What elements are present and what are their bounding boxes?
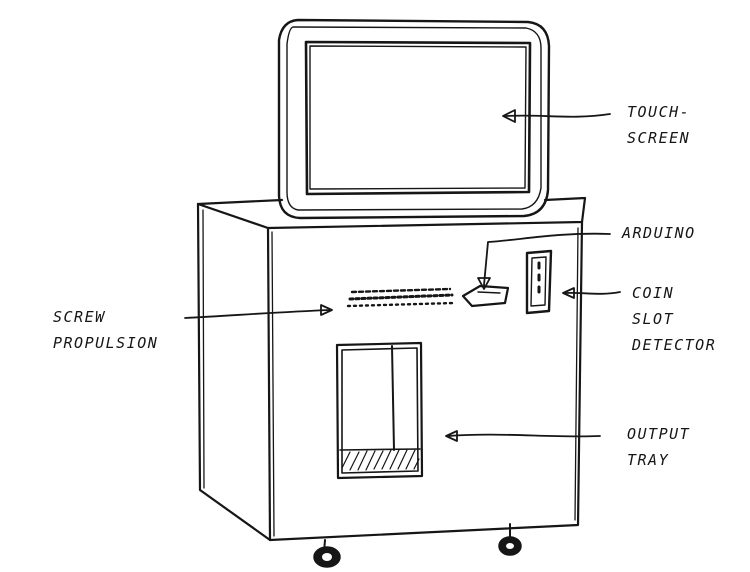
coin-slot-detector bbox=[525, 249, 553, 315]
arrow-output-tray bbox=[445, 430, 601, 442]
screw-propulsion bbox=[346, 287, 456, 308]
touchscreen bbox=[277, 18, 551, 220]
arrow-screw-propulsion bbox=[184, 304, 333, 319]
label-arduino: ARDUINO bbox=[622, 224, 696, 242]
cabinet bbox=[196, 196, 587, 542]
label-screw-propulsion: SCREW PROPULSION bbox=[53, 308, 159, 352]
arrow-touchscreen bbox=[502, 109, 611, 123]
output-tray bbox=[335, 341, 424, 480]
arrow-arduino bbox=[477, 232, 611, 290]
arrow-coin-slot bbox=[562, 287, 621, 299]
label-touchscreen: TOUCH- SCREEN bbox=[627, 103, 691, 147]
label-output-tray: OUTPUT TRAY bbox=[627, 425, 691, 469]
arduino-board bbox=[461, 284, 510, 308]
label-coin-slot-detector: COIN SLOT DETECTOR bbox=[632, 284, 717, 354]
wheels bbox=[313, 523, 522, 568]
